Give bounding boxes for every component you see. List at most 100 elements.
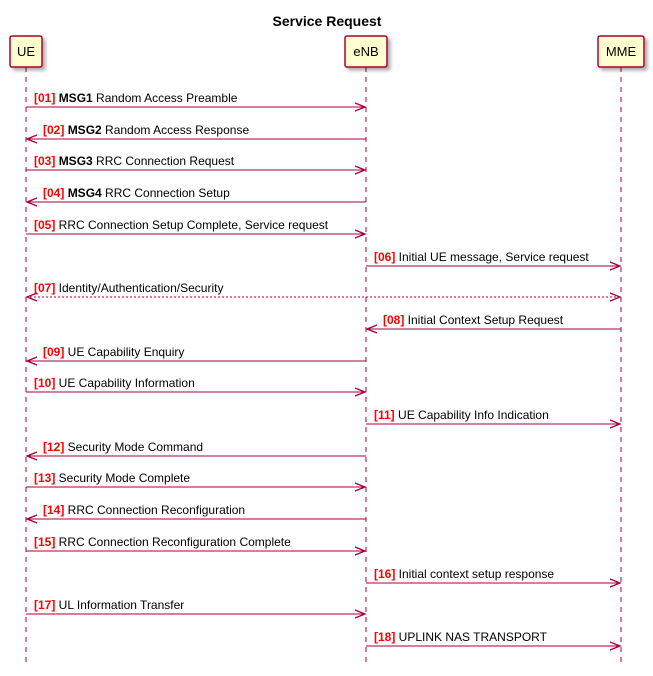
message-12: [12] Security Mode Command: [25, 440, 366, 461]
message-label: [12] Security Mode Command: [43, 440, 203, 454]
message-text: Initial context setup response: [395, 567, 554, 581]
message-15: [15] RRC Connection Reconfiguration Comp…: [26, 535, 367, 556]
message-label: [13] Security Mode Complete: [34, 471, 190, 485]
step-number: [15]: [34, 535, 55, 549]
message-label: [08] Initial Context Setup Request: [383, 313, 564, 327]
message-label: [03] MSG3 RRC Connection Request: [34, 154, 235, 168]
message-text: Random Access Preamble: [93, 91, 238, 105]
step-number: [03]: [34, 154, 55, 168]
message-label: [16] Initial context setup response: [374, 567, 554, 581]
step-number: [17]: [34, 598, 55, 612]
message-label: [07] Identity/Authentication/Security: [34, 281, 223, 295]
message-label: [11] UE Capability Info Indication: [374, 408, 549, 422]
participant-enb: eNB: [344, 35, 388, 68]
arrow-head: [365, 324, 378, 334]
message-text: UE Capability Info Indication: [395, 408, 549, 422]
participant-box: [9, 35, 43, 68]
message-label: [04] MSG4 RRC Connection Setup: [43, 186, 230, 200]
participant-label: eNB: [353, 44, 378, 59]
step-number: [12]: [43, 440, 64, 454]
message-text: Security Mode Complete: [55, 471, 190, 485]
message-14: [14] RRC Connection Reconfiguration: [25, 503, 366, 524]
step-number: [13]: [34, 471, 55, 485]
step-number: [10]: [34, 376, 55, 390]
message-text: Random Access Response: [102, 123, 250, 137]
arrow-head: [354, 102, 367, 112]
message-label: [09] UE Capability Enquiry: [43, 345, 184, 359]
message-4: [04] MSG4 RRC Connection Setup: [25, 186, 366, 207]
arrow-head: [609, 578, 622, 588]
step-number: [02]: [43, 123, 64, 137]
participant-mme: MME: [597, 35, 645, 68]
message-text: Initial UE message, Service request: [395, 250, 589, 264]
message-label: [01] MSG1 Random Access Preamble: [34, 91, 238, 105]
participant-label: MME: [606, 44, 637, 59]
message-text: RRC Connection Reconfiguration Complete: [55, 535, 291, 549]
message-text: RRC Connection Setup Complete, Service r…: [55, 218, 328, 232]
message-text: Initial Context Setup Request: [404, 313, 563, 327]
arrow-head: [354, 165, 367, 175]
step-number: [04]: [43, 186, 64, 200]
message-13: [13] Security Mode Complete: [26, 471, 367, 492]
message-code: MSG2: [68, 123, 102, 137]
message-label: [18] UPLINK NAS TRANSPORT: [374, 630, 548, 644]
arrow-head: [609, 641, 622, 651]
message-label: [14] RRC Connection Reconfiguration: [43, 503, 245, 517]
arrow-head: [25, 197, 38, 207]
participant-label: UE: [17, 44, 35, 59]
step-number: [07]: [34, 281, 55, 295]
message-code: MSG4: [68, 186, 102, 200]
message-text: UE Capability Information: [55, 376, 194, 390]
step-number: [16]: [374, 567, 395, 581]
arrow-head: [354, 229, 367, 239]
message-label: [02] MSG2 Random Access Response: [43, 123, 249, 137]
participants: UE eNB MME: [9, 35, 645, 68]
message-17: [17] UL Information Transfer: [26, 598, 367, 619]
arrow-head: [609, 292, 622, 302]
arrow-head: [354, 387, 367, 397]
message-text: RRC Connection Setup: [102, 186, 230, 200]
step-number: [18]: [374, 630, 395, 644]
arrow-head: [25, 356, 38, 366]
message-10: [10] UE Capability Information: [26, 376, 367, 397]
message-2: [02] MSG2 Random Access Response: [25, 123, 366, 144]
message-text: RRC Connection Reconfiguration: [64, 503, 245, 517]
step-number: [06]: [374, 250, 395, 264]
message-label: [10] UE Capability Information: [34, 376, 195, 390]
participant-ue: UE: [9, 35, 43, 68]
message-18: [18] UPLINK NAS TRANSPORT: [366, 630, 622, 651]
message-1: [01] MSG1 Random Access Preamble: [26, 91, 367, 112]
arrow-head: [25, 292, 38, 302]
message-text: Security Mode Command: [64, 440, 203, 454]
message-label: [17] UL Information Transfer: [34, 598, 184, 612]
message-11: [11] UE Capability Info Indication: [366, 408, 622, 429]
participant-box: [344, 35, 388, 68]
participant-box: [597, 35, 645, 68]
message-text: UPLINK NAS TRANSPORT: [395, 630, 547, 644]
message-7: [07] Identity/Authentication/Security: [25, 281, 622, 302]
arrow-head: [354, 546, 367, 556]
message-code: MSG1: [59, 91, 93, 105]
arrow-head: [25, 134, 38, 144]
step-number: [09]: [43, 345, 64, 359]
message-label: [05] RRC Connection Setup Complete, Serv…: [34, 218, 329, 232]
arrow-head: [609, 261, 622, 271]
arrow-head: [609, 419, 622, 429]
message-text: RRC Connection Request: [93, 154, 235, 168]
step-number: [14]: [43, 503, 64, 517]
arrow-head: [354, 482, 367, 492]
message-5: [05] RRC Connection Setup Complete, Serv…: [26, 218, 367, 239]
arrow-head: [25, 451, 38, 461]
message-text: UE Capability Enquiry: [64, 345, 184, 359]
message-text: Identity/Authentication/Security: [55, 281, 223, 295]
step-number: [11]: [374, 408, 395, 422]
message-text: UL Information Transfer: [55, 598, 184, 612]
message-3: [03] MSG3 RRC Connection Request: [26, 154, 367, 175]
messages: [01] MSG1 Random Access Preamble [02] MSG…: [25, 91, 622, 651]
arrow-head: [354, 609, 367, 619]
step-number: [05]: [34, 218, 55, 232]
message-8: [08] Initial Context Setup Request: [365, 313, 621, 334]
arrow-head: [25, 514, 38, 524]
step-number: [08]: [383, 313, 404, 327]
message-label: [15] RRC Connection Reconfiguration Comp…: [34, 535, 291, 549]
